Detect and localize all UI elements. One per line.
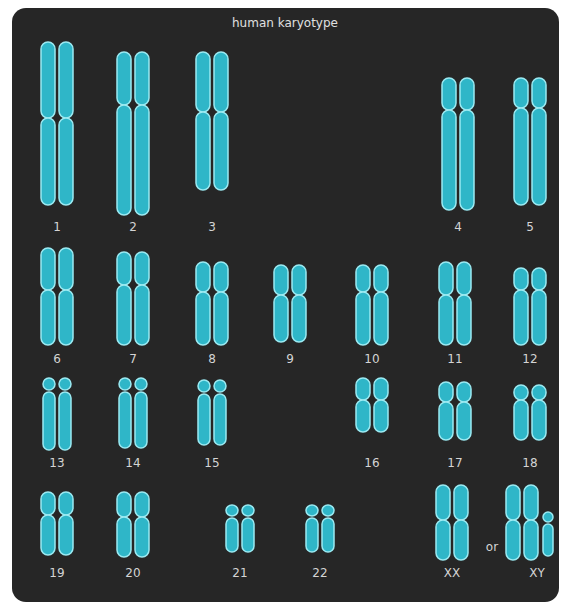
- chromosome-number: or: [486, 540, 498, 554]
- chromosome-number: 16: [364, 456, 379, 470]
- chromosome-number: XX: [444, 566, 460, 580]
- chromosome-number: 20: [125, 566, 140, 580]
- chromosome-number: 13: [49, 456, 64, 470]
- chromosome-number: 19: [49, 566, 64, 580]
- chromosome-number: 11: [447, 352, 462, 366]
- chromosome-number: 18: [522, 456, 537, 470]
- chromosome-number: 1: [53, 220, 61, 234]
- chromosome-number: 5: [526, 220, 534, 234]
- chromosome-number: 4: [454, 220, 462, 234]
- chromosome-number: 9: [286, 352, 294, 366]
- chromosome-number: 12: [522, 352, 537, 366]
- chromosome-number: 3: [208, 220, 216, 234]
- chromosome-number: 6: [53, 352, 61, 366]
- chromosome-number: 7: [129, 352, 137, 366]
- chromosome-number: 15: [204, 456, 219, 470]
- chromosome-number: 14: [125, 456, 140, 470]
- chromosome-number: 21: [232, 566, 247, 580]
- chromosome-number: XY: [529, 566, 545, 580]
- title: human karyotype: [232, 16, 338, 30]
- chromosome-number: 10: [364, 352, 379, 366]
- chromosome-number: 22: [312, 566, 327, 580]
- chromosome-number: 17: [447, 456, 462, 470]
- chromosome-number: 8: [208, 352, 216, 366]
- chromosome-number: 2: [129, 220, 137, 234]
